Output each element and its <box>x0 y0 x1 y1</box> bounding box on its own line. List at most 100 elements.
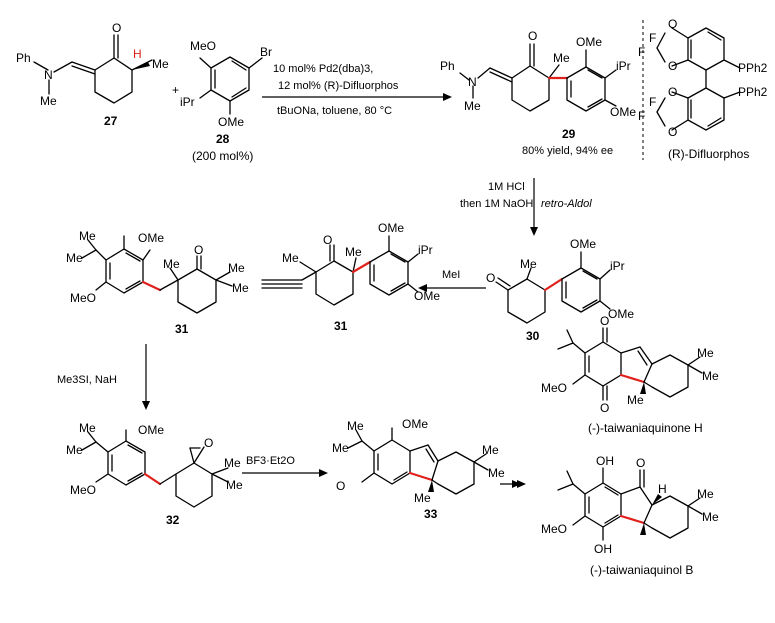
compound-31-right: O Me Me OMe iPr OMe 31 <box>282 221 440 333</box>
compound-29: O Me N Ph Me OMe iPr OMe 29 80% yield, 9… <box>440 29 636 157</box>
label-29-yield: 80% yield, 94% ee <box>522 145 613 157</box>
label-30: 30 <box>526 329 540 343</box>
atom-N-29: N <box>468 75 477 89</box>
atom-F-lig-1: F <box>638 45 645 59</box>
atom-O-27: O <box>112 21 121 35</box>
product-taiwaniaquinone-H: O O MeO Me Me Me (-)-taiwaniaquinone H <box>541 314 719 435</box>
step4-arrow: Me3SI, NaH <box>57 344 150 410</box>
equivalence-symbol <box>261 279 303 289</box>
atom-Me-31l-a: Me <box>163 257 180 271</box>
atom-OMe-28: OMe <box>218 115 244 129</box>
label-taiwaniaquinol-B: (-)-taiwaniaquinol B <box>590 563 693 577</box>
atom-F-lig-3: F <box>638 109 645 123</box>
atom-Ph-29: Ph <box>440 59 455 73</box>
step2-reagent-2: then 1M NaOH <box>460 198 533 210</box>
atom-MeO-tqH: MeO <box>541 381 567 395</box>
atom-OH-tqB-bottom: OH <box>594 542 612 556</box>
atom-OH-tqB-top: OH <box>596 454 614 468</box>
atom-O-tqB: O <box>636 456 645 470</box>
atom-iPr-30: iPr <box>610 259 625 273</box>
atom-Me-31l-c: Me <box>232 281 249 295</box>
atom-OMe-30-bottom: OMe <box>608 307 634 321</box>
label-31-left: 31 <box>175 322 189 336</box>
atom-N-27: N <box>44 68 53 82</box>
label-27: 27 <box>104 114 118 128</box>
label-28-amount: (200 mol%) <box>192 149 253 163</box>
atom-OMe-29-top: OMe <box>576 35 602 49</box>
atom-O-lig-2: O <box>668 59 677 73</box>
atom-F-lig-2: F <box>649 31 656 45</box>
atom-H-27: H <box>133 47 142 61</box>
atom-OMe-31r-top: OMe <box>378 221 404 235</box>
label-ligand: (R)-Difluorphos <box>668 147 749 161</box>
atom-Me-31r-b: Me <box>345 245 362 259</box>
label-31-right: 31 <box>334 319 348 333</box>
atom-Me-tqH-b: Me <box>702 369 719 383</box>
atom-Me-31l-iPr2: Me <box>66 251 83 265</box>
atom-Me-tqH-a: Me <box>697 346 714 360</box>
atom-Me-33-a: Me <box>482 443 499 457</box>
compound-27: O H Me N Ph Me 27 <box>16 21 169 128</box>
atom-O-lig-4: O <box>668 125 677 139</box>
step2-side-label: retro-Aldol <box>541 198 592 210</box>
atom-iPr-29: iPr <box>616 59 631 73</box>
atom-Me-tqB-a: Me <box>697 487 714 501</box>
step2-reagent-1: 1M HCl <box>488 181 525 193</box>
step4-reagent: Me3SI, NaH <box>57 374 117 386</box>
step1-reagent-1: 10 mol% Pd2(dba)3, <box>273 63 373 75</box>
atom-Me-32-a: Me <box>224 456 241 470</box>
step1-reagent-2: 12 mol% (R)-Difluorphos <box>278 80 399 92</box>
compound-28: Br MeO iPr OMe 28 (200 mol%) <box>180 39 272 163</box>
label-29: 29 <box>562 127 576 141</box>
atom-Me-29: Me <box>553 51 570 65</box>
atom-Ph-27: Ph <box>16 51 31 65</box>
atom-MeO-28: MeO <box>190 39 216 53</box>
atom-Me-27: Me <box>152 57 169 71</box>
atom-OMe-31l: OMe <box>138 231 164 245</box>
atom-PPh2-lig-1: PPh2 <box>738 61 768 75</box>
atom-Me-33-b: Me <box>488 466 505 480</box>
atom-H-tqB: H <box>658 482 667 496</box>
atom-iPr-31r: iPr <box>418 243 433 257</box>
step2-arrow: 1M HCl then 1M NaOH retro-Aldol <box>460 178 592 236</box>
atom-O-29: O <box>528 29 537 43</box>
step3-arrow: MeI <box>418 269 486 292</box>
atom-O-33: O <box>336 479 345 493</box>
atom-F-lig-4: F <box>649 95 656 109</box>
atom-O-lig-3: O <box>668 85 677 99</box>
atom-Me-31l-b: Me <box>228 261 245 275</box>
step1-reagent-3: tBuONa, toluene, 80 °C <box>277 105 392 117</box>
atom-OMe-30-top: OMe <box>570 237 596 251</box>
atom-Me-tqH-ring: Me <box>627 393 644 407</box>
atom-Me-31l-iPr1: Me <box>79 229 96 243</box>
atom-Me-33-ring: Me <box>414 491 431 505</box>
atom-Me2-29: Me <box>464 99 481 113</box>
atom-Me-30: Me <box>520 257 537 271</box>
product-taiwaniaquinol-B: OH O H MeO OH Me Me (-)-taiwaniaquinol B <box>541 454 719 577</box>
label-32: 32 <box>166 513 180 527</box>
atom-PPh2-lig-2: PPh2 <box>738 85 768 99</box>
atom-OMe-29-bottom: OMe <box>610 105 636 119</box>
atom-Me2-27: Me <box>40 94 57 108</box>
atom-Me-33-iPr2: Me <box>332 441 349 455</box>
atom-MeO-32: MeO <box>70 483 96 497</box>
atom-O-tqH-bottom: O <box>600 401 609 415</box>
compound-33: Me Me OMe O Me Me Me 33 <box>332 417 505 521</box>
step5-reagent: BF3·Et2O <box>246 455 295 467</box>
atom-OMe-32: OMe <box>138 423 164 437</box>
atom-Me-33-iPr1: Me <box>347 419 364 433</box>
atom-MeO-31l: MeO <box>70 291 96 305</box>
atom-OMe-31r-bottom: OMe <box>414 289 440 303</box>
compound-32: Me Me OMe MeO O Me Me 32 <box>66 421 243 527</box>
atom-Me-tqB-b: Me <box>702 510 719 524</box>
atom-Me-31r-a: Me <box>282 251 299 265</box>
step5-arrow: BF3·Et2O <box>242 455 328 477</box>
compound-31-left: Me Me OMe MeO O Me Me Me 31 <box>66 229 249 336</box>
label-taiwaniaquinone-H: (-)-taiwaniaquinone H <box>588 421 703 435</box>
atom-O-30: O <box>486 271 495 285</box>
atom-Me-32-b: Me <box>226 478 243 492</box>
atom-O-31r: O <box>323 233 332 247</box>
atom-OMe-33: OMe <box>402 417 428 431</box>
atom-O-32: O <box>204 436 213 450</box>
